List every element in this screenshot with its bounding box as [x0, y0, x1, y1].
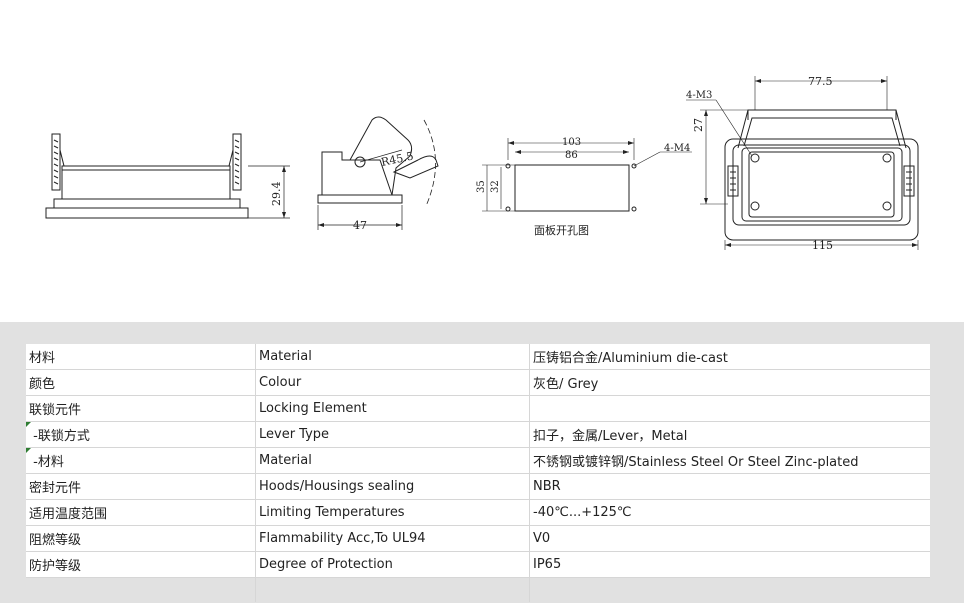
dim-screw-m3: 4-M3 [686, 90, 712, 101]
dim-height-side: 29.4 [270, 182, 283, 207]
dim-bottom-width: 115 [812, 239, 833, 252]
spec-section: 材料 Material 压铸铝合金/Aluminium die-cast 颜色 … [0, 322, 964, 603]
comment-marker [26, 448, 31, 453]
spec-cn-label: 联锁元件 [26, 395, 256, 422]
spec-cn-label: -联锁方式 [29, 429, 90, 444]
spec-en-label: Limiting Temperatures [255, 499, 530, 526]
dim-top-width: 77.5 [808, 75, 833, 88]
spec-en-label: Material [255, 344, 530, 370]
spec-cn-label: 颜色 [26, 369, 256, 396]
table-row: 密封元件 Hoods/Housings sealing NBR [26, 473, 930, 500]
spec-cn-label: -材料 [29, 455, 64, 470]
spec-en-label: Material [255, 447, 530, 474]
spec-value: V0 [529, 525, 930, 552]
table-row: 颜色 Colour 灰色/ Grey [26, 369, 930, 396]
spec-value: IP65 [529, 551, 930, 578]
spec-cn-label: 防护等级 [26, 551, 256, 578]
spec-cn-cell: -材料 [26, 447, 256, 474]
spec-value: NBR [529, 473, 930, 500]
spec-cn-cell: -联锁方式 [26, 421, 256, 448]
spec-value: 压铸铝合金/Aluminium die-cast [529, 344, 930, 370]
spec-en-label: Degree of Protection [255, 551, 530, 578]
table-row: 适用温度范围 Limiting Temperatures -40℃...+125… [26, 499, 930, 526]
spec-en-label: Hoods/Housings sealing [255, 473, 530, 500]
panel-cutout-view: 103 86 35 32 4-M4 [476, 137, 692, 212]
cutout-caption: 面板开孔图 [534, 223, 589, 237]
dim-cutout-h-outer: 35 [476, 180, 487, 193]
spec-en-label: Locking Element [255, 395, 530, 422]
dim-cutout-inner: 86 [565, 150, 578, 161]
table-row: -联锁方式 Lever Type 扣子，金属/Lever，Metal [26, 421, 930, 448]
spec-cn-label: 适用温度范围 [26, 499, 256, 526]
table-row: 防护等级 Degree of Protection IP65 [26, 551, 930, 578]
spec-cn-label: 材料 [26, 344, 256, 370]
empty-cell [255, 577, 530, 602]
spec-value: -40℃...+125℃ [529, 499, 930, 526]
technical-drawing: 29.4 R45.5 47 103 86 [45, 75, 919, 252]
table-row: 材料 Material 压铸铝合金/Aluminium die-cast [26, 344, 930, 370]
spec-value: 灰色/ Grey [529, 369, 930, 396]
comment-marker [26, 422, 31, 427]
spec-value: 不锈钢或镀锌钢/Stainless Steel Or Steel Zinc-pl… [529, 447, 930, 474]
dim-cutout-outer: 103 [562, 137, 581, 148]
lever-view: R45.5 47 [317, 116, 439, 232]
front-view: 77.5 4-M3 27 115 [686, 75, 919, 252]
empty-cell [529, 577, 930, 602]
spec-cn-label: 阻燃等级 [26, 525, 256, 552]
dim-width-lever: 47 [353, 219, 367, 232]
table-row: 联锁元件 Locking Element [26, 395, 930, 422]
table-row-empty [26, 577, 930, 602]
spec-cn-label: 密封元件 [26, 473, 256, 500]
dim-cutout-h-inner: 32 [490, 180, 501, 193]
empty-cell [26, 577, 256, 602]
spec-en-label: Colour [255, 369, 530, 396]
drawing-canvas: 29.4 R45.5 47 103 86 [45, 75, 919, 252]
spec-value: 扣子，金属/Lever，Metal [529, 421, 930, 448]
spec-table: 材料 Material 压铸铝合金/Aluminium die-cast 颜色 … [26, 344, 930, 602]
spec-en-label: Flammability Acc,To UL94 [255, 525, 530, 552]
dim-radius: R45.5 [380, 149, 415, 169]
spec-en-label: Lever Type [255, 421, 530, 448]
dim-depth: 27 [692, 118, 705, 132]
table-row: -材料 Material 不锈钢或镀锌钢/Stainless Steel Or … [26, 447, 930, 474]
table-row: 阻燃等级 Flammability Acc,To UL94 V0 [26, 525, 930, 552]
side-view: 29.4 [45, 133, 290, 219]
spec-value [529, 395, 930, 422]
dim-screw-m4: 4-M4 [664, 143, 690, 154]
